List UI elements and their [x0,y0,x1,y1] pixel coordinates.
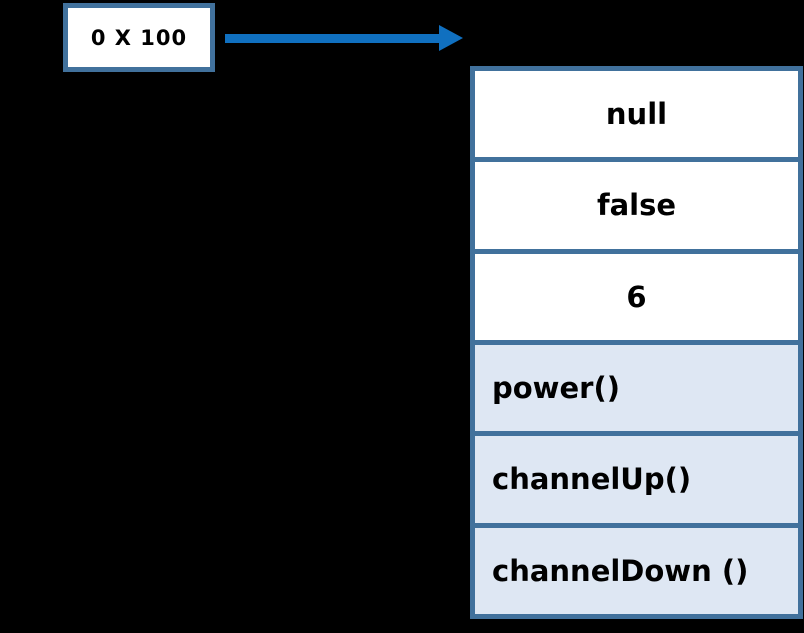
property-value-label: 6 [626,279,647,314]
table-row-method-channelup: channelUp() [475,431,798,523]
table-row-method-power: power() [475,339,798,432]
method-label: channelUp() [492,462,692,497]
table-row-property-null: null [475,71,798,158]
memory-address-label: 0 X 100 [90,25,188,50]
method-label: power() [492,371,620,406]
table-row-property-number: 6 [475,248,798,340]
method-label: channelDown () [492,553,749,588]
pointer-arrow-shaft [225,34,441,43]
property-value-label: null [605,97,668,132]
property-value-label: false [596,188,677,223]
memory-address-box: 0 X 100 [63,3,215,72]
table-row-method-channeldown: channelDown () [475,522,798,614]
object-memory-table: null false 6 power() channelUp() channel… [470,66,803,619]
arrow-head-icon [439,25,463,51]
table-row-property-false: false [475,157,798,249]
